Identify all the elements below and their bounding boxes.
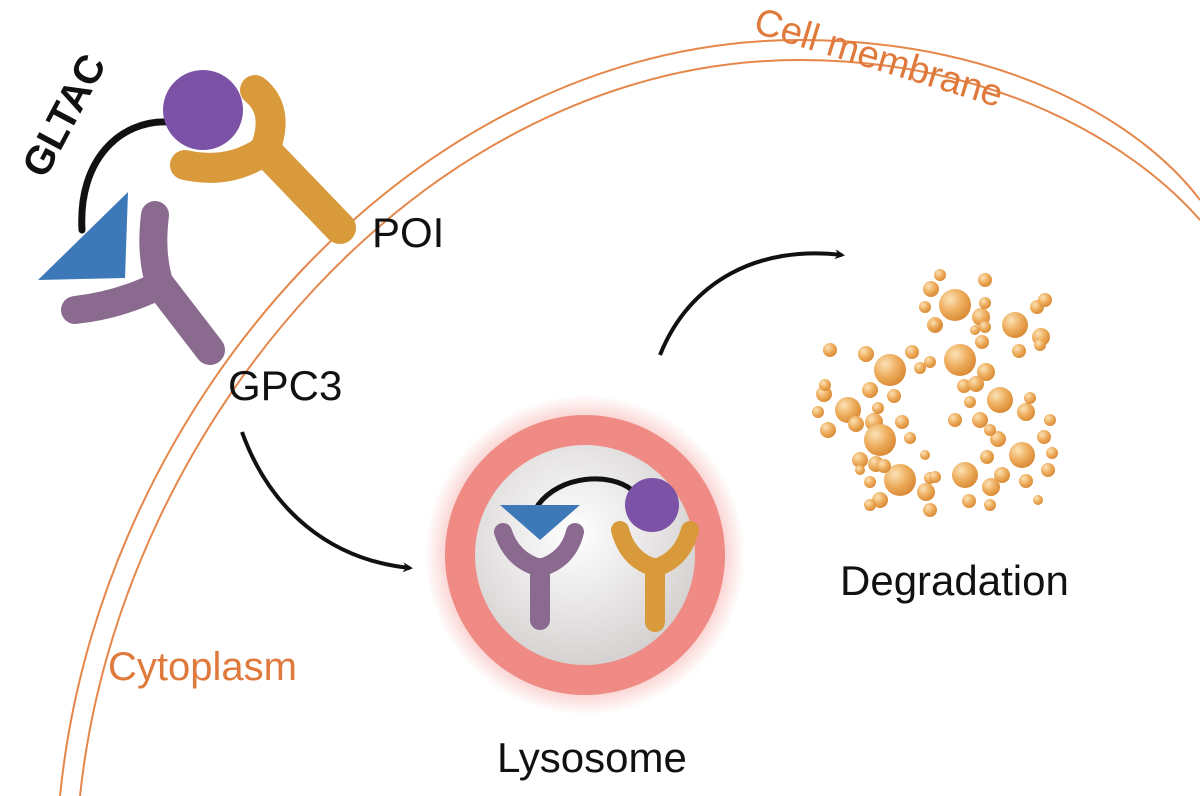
fragment-particle [848, 416, 864, 432]
lysosome-poi-receptor [611, 521, 699, 632]
lysosome-label: Lysosome [497, 734, 687, 781]
fragment-particle [1044, 414, 1056, 426]
fragment-particle [1038, 293, 1052, 307]
fragment-particle [884, 464, 916, 496]
gpc3-binder [38, 192, 128, 280]
fragment-particle [929, 319, 941, 331]
fragment-particle [979, 321, 991, 333]
fragment-particle [975, 335, 989, 349]
fragment-particle [939, 289, 971, 321]
fragment-particle [982, 478, 1000, 496]
fragment-particle [874, 354, 906, 386]
internalization-arrow [240, 431, 413, 573]
fragment-particle [952, 462, 978, 488]
gpc3-label: GPC3 [228, 362, 342, 409]
fragment-particle [970, 325, 980, 335]
fragment-particle [914, 362, 926, 374]
cell-membrane-outer [59, 38, 1200, 796]
fragment-particle [972, 412, 988, 428]
fragment-particle [864, 476, 876, 488]
fragment-particle [1019, 474, 1033, 488]
poi-ligand [163, 70, 243, 150]
fragment-particle [852, 452, 868, 468]
fragment-particle [987, 387, 1013, 413]
fragment-particle [994, 467, 1010, 483]
fragment-particle [820, 422, 836, 438]
fragment-particle [948, 413, 962, 427]
fragment-particle [1033, 495, 1043, 505]
fragment-particle [812, 406, 824, 418]
lysosome-poi-ligand [625, 478, 679, 532]
gltac-label: GLTAC [14, 47, 115, 184]
lysosome-linker [535, 476, 635, 508]
fragment-particle [872, 402, 884, 414]
fragment-particle [984, 499, 996, 511]
fragment-particle [1046, 447, 1058, 459]
fragment-particle [990, 431, 1006, 447]
cell-membrane-label: Cell membrane [749, 0, 1008, 115]
fragment-particle [917, 483, 935, 501]
fragment-particle [944, 344, 976, 376]
cell-membrane [59, 38, 1200, 796]
fragment-particle [864, 424, 896, 456]
degradation-arrow [658, 249, 845, 356]
lysosome-gpc3-binder [500, 505, 580, 540]
degradation-fragments [812, 269, 1058, 517]
cell-membrane-inner [79, 58, 1200, 796]
fragment-particle [1012, 344, 1026, 358]
fragment-particle [823, 343, 837, 357]
fragment-particle [923, 503, 937, 517]
lysosome [425, 395, 745, 715]
fragment-particle [934, 269, 946, 281]
gltac-linker [78, 118, 172, 234]
gpc3-receptor [61, 201, 225, 365]
fragment-particle [968, 376, 984, 392]
fragment-particle [978, 273, 992, 287]
fragment-particle [1041, 463, 1055, 477]
gltac-complex [38, 70, 356, 365]
fragment-particle [855, 465, 865, 475]
fragment-particle [984, 424, 996, 436]
fragment-particle [877, 459, 891, 473]
fragment-particle [1002, 312, 1028, 338]
fragment-particle [1009, 442, 1035, 468]
fragment-particle [957, 379, 971, 393]
fragment-particle [979, 297, 991, 309]
fragment-particle [929, 471, 941, 483]
degradation-label: Degradation [840, 557, 1069, 604]
poi-receptor [170, 75, 356, 244]
fragment-particle [919, 301, 931, 313]
fragment-particle [864, 499, 876, 511]
fragment-particle [858, 346, 874, 362]
fragment-particle [980, 450, 994, 464]
fragment-particle [862, 382, 878, 398]
fragment-particle [819, 379, 831, 391]
fragment-particle [1024, 392, 1036, 404]
lysosome-gpc3-receptor [494, 523, 584, 630]
fragment-particle [887, 389, 901, 403]
fragment-particle [905, 345, 919, 359]
fragment-particle [872, 492, 888, 508]
fragment-particle [895, 415, 909, 429]
fragment-particle [1037, 430, 1051, 444]
fragment-particle [924, 356, 936, 368]
fragment-particle [920, 450, 930, 460]
fragment-particle [1017, 403, 1035, 421]
fragment-particle [1034, 339, 1046, 351]
fragment-particle [977, 363, 995, 381]
fragment-particle [962, 494, 976, 508]
fragment-particle [923, 281, 939, 297]
poi-label: POI [372, 209, 444, 256]
fragment-particle [964, 396, 976, 408]
cytoplasm-label: Cytoplasm [108, 645, 297, 689]
fragment-particle [904, 432, 916, 444]
